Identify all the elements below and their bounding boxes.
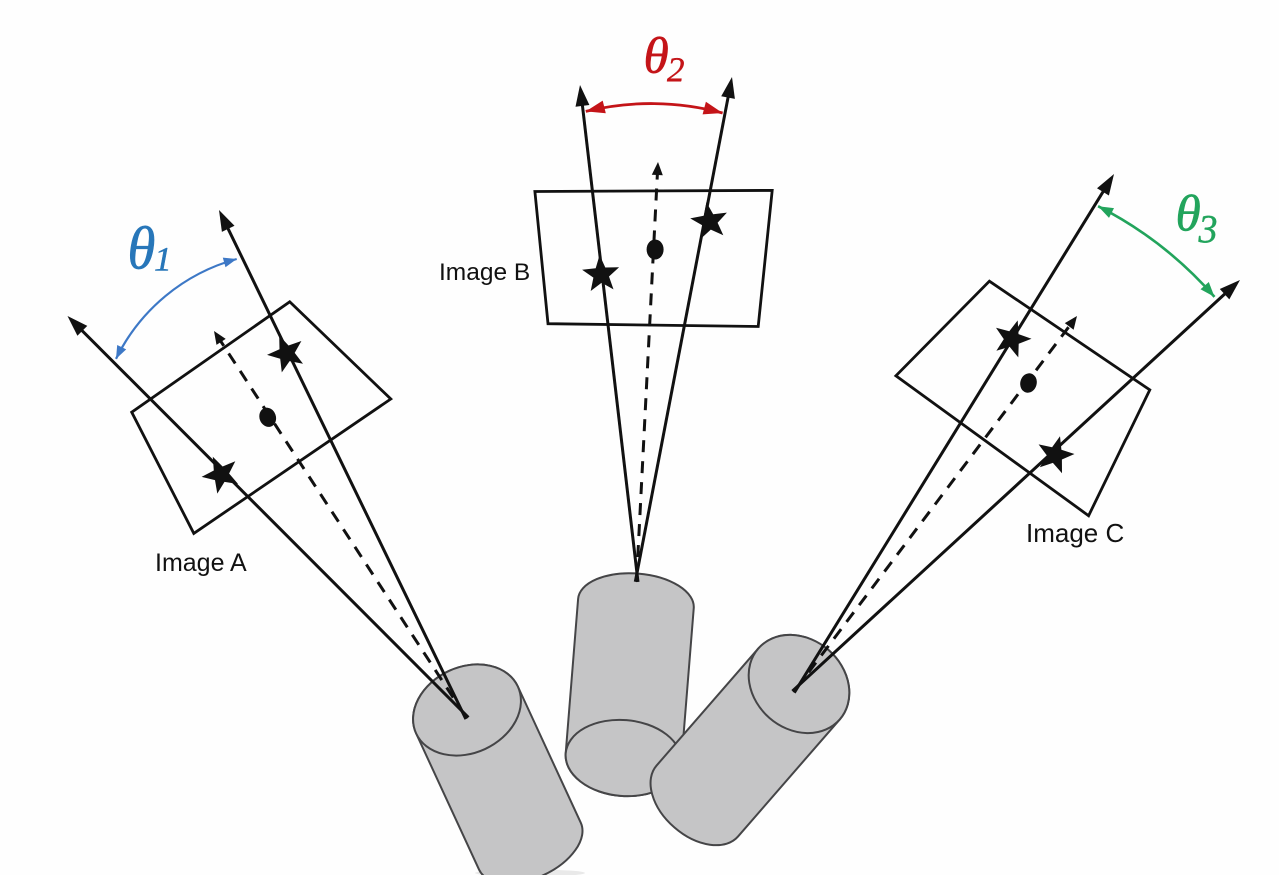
svg-text:Image A: Image A	[155, 549, 247, 577]
svg-text:Image C: Image C	[1026, 518, 1124, 548]
svg-text:Image B: Image B	[439, 259, 530, 286]
